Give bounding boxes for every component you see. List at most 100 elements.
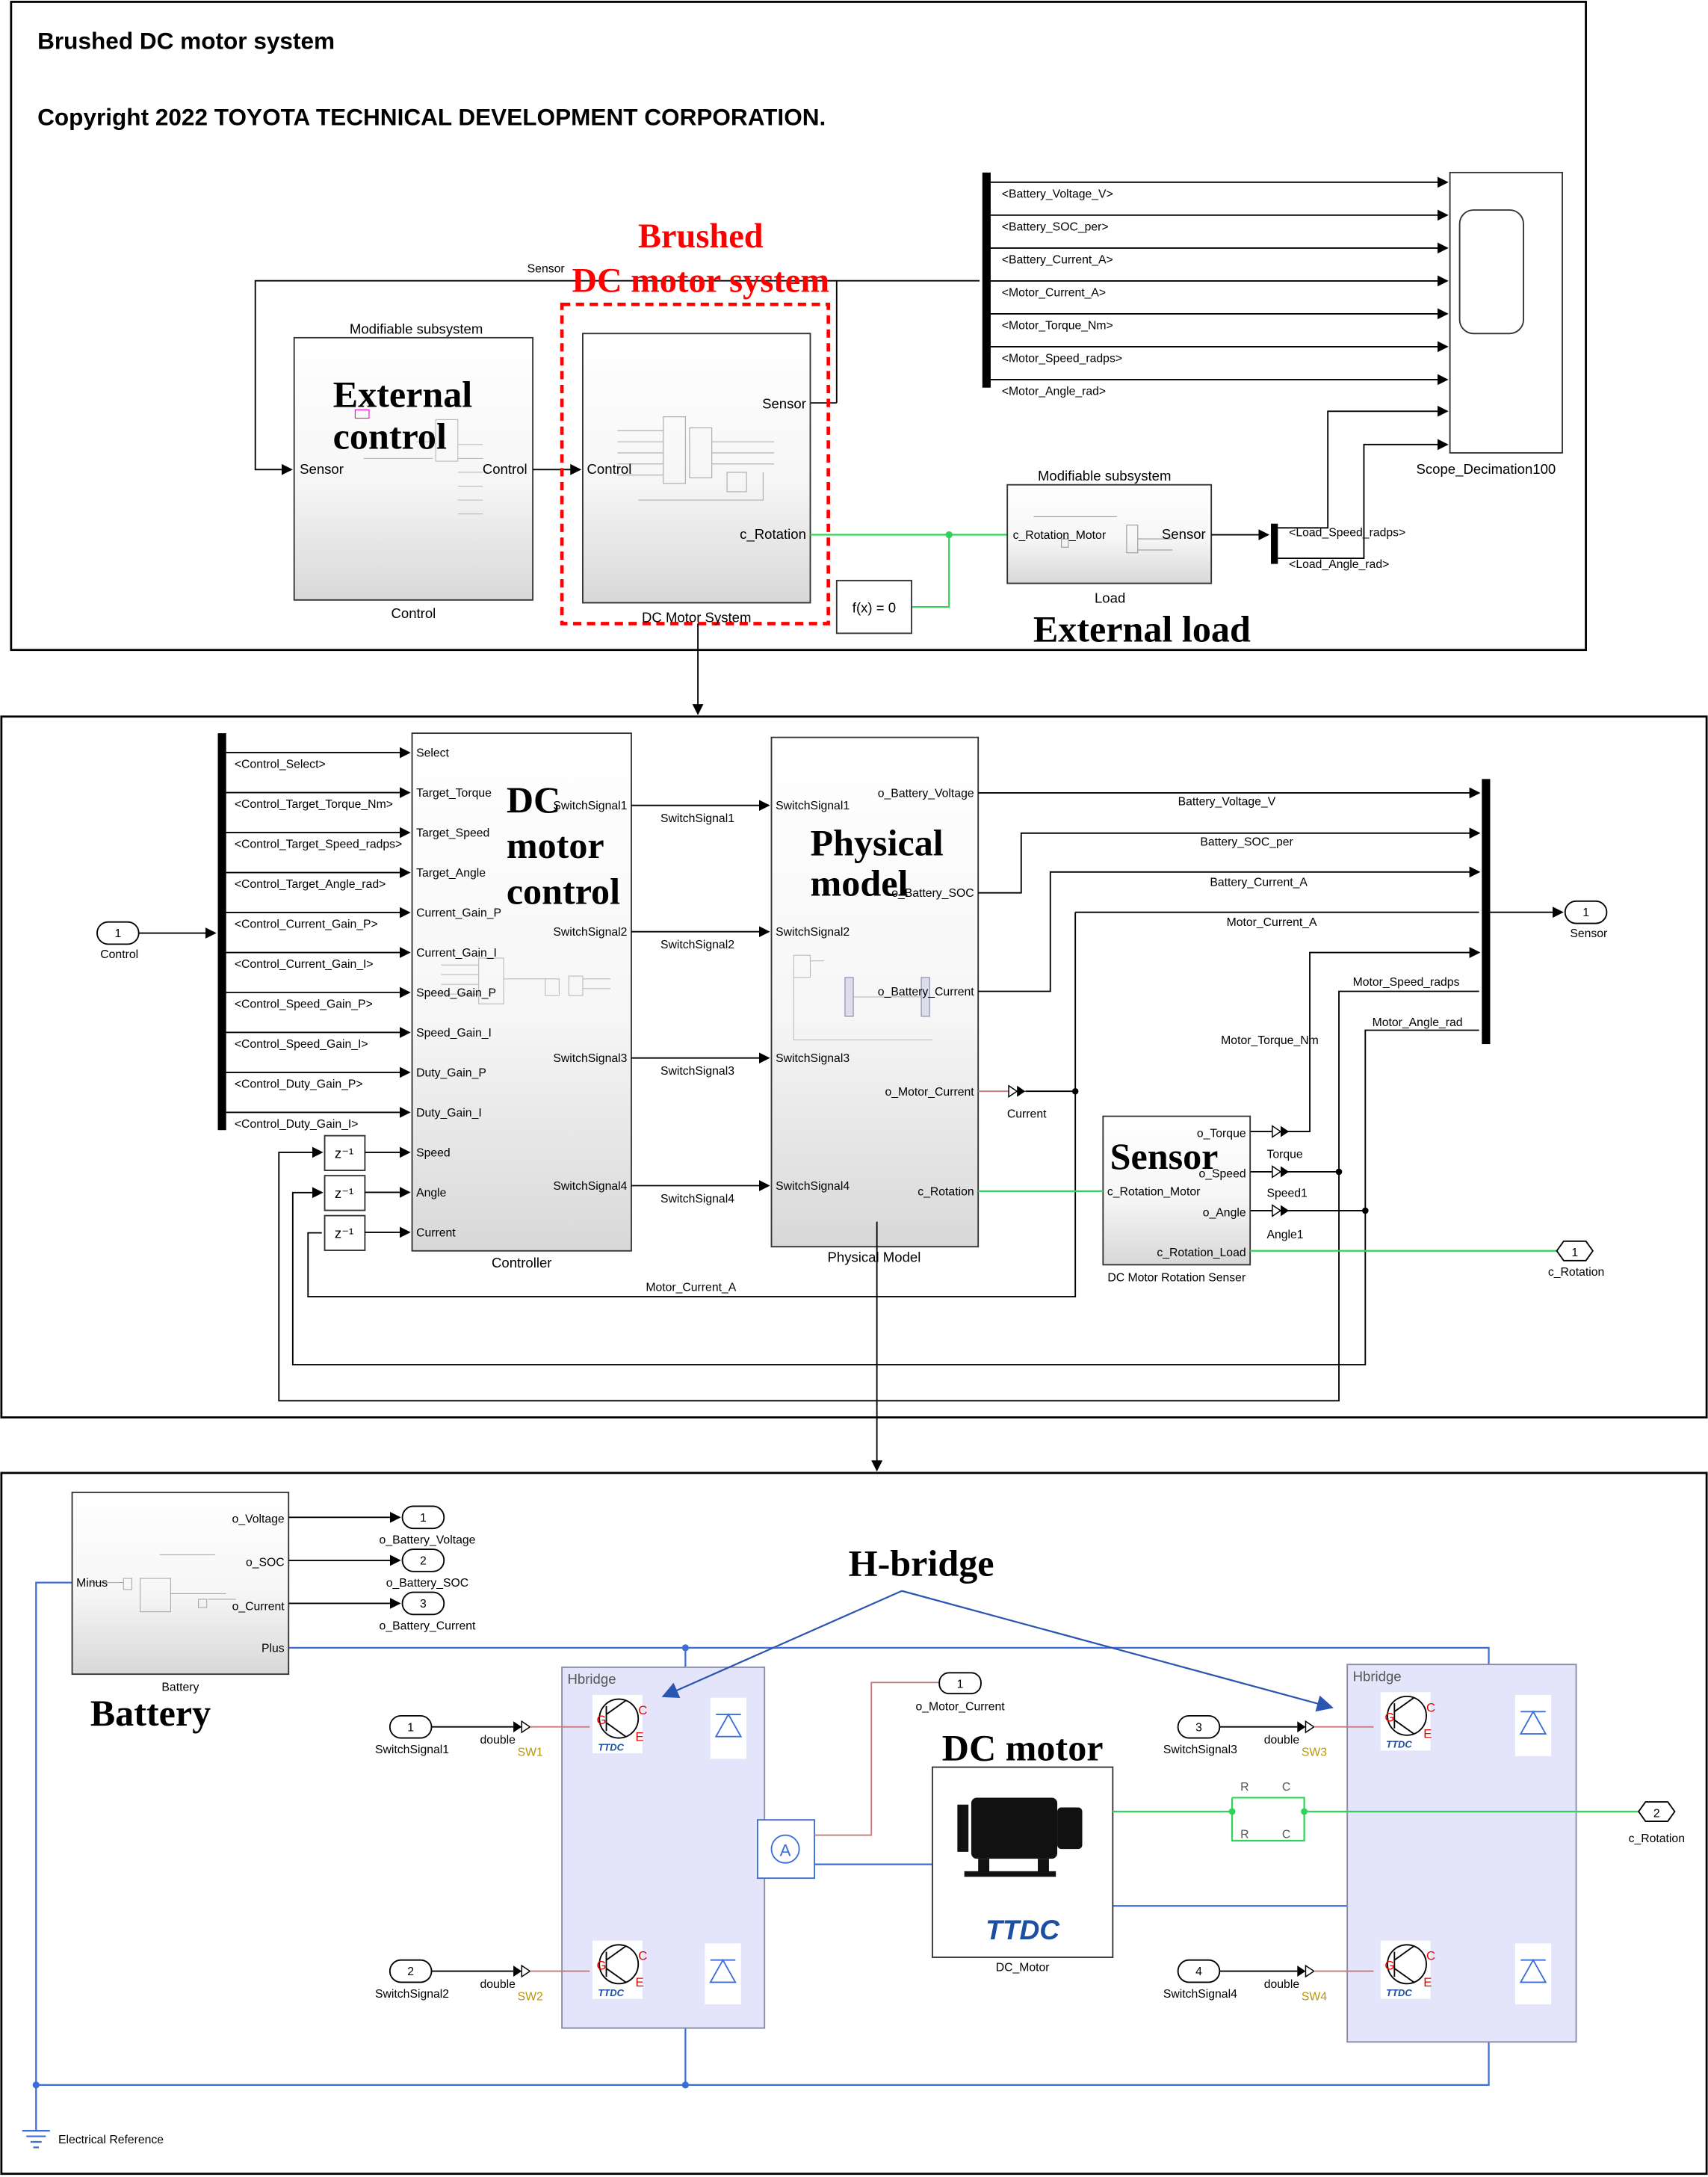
motor-angle-line[interactable]	[291, 1029, 1479, 1365]
damper-r-label: R	[1240, 1781, 1248, 1794]
scope-signal-label: <Battery_Current_A>	[1002, 253, 1113, 266]
annotation-sensor: Sensor	[1110, 1135, 1219, 1177]
connection-port-rotation[interactable]	[1556, 1240, 1594, 1262]
scope-name: Scope_Decimation100	[1416, 461, 1556, 478]
junction-dot	[1335, 1168, 1343, 1176]
current-converter-label: Current	[1007, 1108, 1047, 1120]
copyright: Copyright 2022 TOYOTA TECHNICAL DEVELOPM…	[37, 104, 826, 131]
connection-port-rotation[interactable]	[1638, 1801, 1676, 1822]
model-title: Brushed DC motor system	[37, 28, 335, 55]
battery-outport[interactable]	[401, 1505, 445, 1530]
feedback-line-label: Motor_Current_A	[646, 1282, 736, 1294]
control-bus-selector[interactable]	[217, 733, 226, 1131]
physical-output-port: c_Rotation	[918, 1185, 974, 1198]
sensor-port-speed: o_Speed	[1198, 1167, 1246, 1180]
rotation-connection[interactable]	[810, 534, 1008, 608]
annotation-dc: DC	[507, 779, 560, 821]
bus-signal-label: <Control_Speed_Gain_I>	[235, 1038, 368, 1051]
control-block-thumbnail	[354, 409, 483, 515]
bus-signal-label: <Control_Current_Gain_P>	[235, 918, 378, 930]
bus-signal-label: <Control_Speed_Gain_P>	[235, 998, 373, 1010]
unit-delay-label: z⁻¹	[335, 1185, 353, 1201]
outport-number: 1	[1582, 907, 1589, 919]
dc-motor-system-panel: 1 Control Controller Select<Control_Sele…	[0, 715, 1708, 1419]
battery-outport[interactable]	[401, 1591, 445, 1616]
annotation-control: control	[333, 415, 447, 457]
solver-config-block[interactable]	[835, 579, 912, 634]
control-block[interactable]	[293, 336, 534, 601]
physical-input-port: SwitchSignal2	[776, 926, 850, 939]
physical-output-port: o_Battery_SOC	[891, 887, 974, 900]
unit-delay-label: z⁻¹	[335, 1225, 353, 1241]
load-bus-selector[interactable]	[1271, 523, 1278, 564]
motor-current-signal[interactable]	[814, 1682, 940, 1836]
battery-block[interactable]	[71, 1491, 290, 1676]
dc-motor-system-block[interactable]	[582, 333, 811, 604]
bus-signal-label: <Control_Target_Speed_radps>	[235, 838, 402, 850]
scope-signal-lines: <Battery_Voltage_V><Battery_SOC_per><Bat…	[990, 176, 1449, 398]
igbt-pin-e: E	[1423, 1727, 1432, 1741]
battery-soc-line[interactable]	[978, 827, 1481, 894]
outport-motor-current[interactable]	[938, 1672, 982, 1695]
battery-outports: 1o_Battery_Voltage2o_Battery_SOC3o_Batte…	[288, 1505, 476, 1633]
unit-delay-block[interactable]	[324, 1214, 366, 1251]
igbt-pin-c: C	[638, 1703, 647, 1717]
ttdc-logo: TTDC	[985, 1914, 1060, 1945]
outport-sensor[interactable]	[1564, 900, 1608, 924]
physical-model-name: Physical Model	[828, 1250, 921, 1265]
sensor-feedback-line[interactable]	[254, 280, 837, 475]
torque-converter-label: Torque	[1266, 1148, 1302, 1161]
control-in-port: Sensor	[300, 461, 344, 477]
ps-converter-arrow	[1297, 1721, 1306, 1733]
rotation-sensor-block[interactable]	[1102, 1115, 1251, 1266]
mechanical-rc-network[interactable]	[1113, 1797, 1639, 1842]
motor-current-line[interactable]	[307, 911, 1479, 1297]
output-signal-label: Motor_Speed_radps	[1353, 976, 1460, 989]
igbt-icon	[1387, 1695, 1427, 1736]
controller-thumbnail	[441, 957, 611, 1004]
physical-thumbnail	[793, 954, 932, 1041]
junction-dot	[1228, 1808, 1236, 1815]
hbridge-pointer-right	[901, 1590, 1334, 1712]
battery-current-line[interactable]	[978, 866, 1481, 992]
igbt-pin-c: C	[1426, 1700, 1435, 1714]
load-in-port: c_Rotation_Motor	[1013, 529, 1106, 542]
rotation-connections[interactable]	[978, 1190, 1557, 1252]
igbt-icon	[1387, 1944, 1427, 1985]
igbt-symbol	[1393, 1945, 1414, 1983]
scope-signal-label: <Motor_Torque_Nm>	[1002, 319, 1113, 332]
load-block[interactable]	[1006, 484, 1213, 584]
sensor-bus-selector[interactable]	[982, 172, 991, 388]
diode-icon	[714, 1713, 743, 1738]
battery-outport[interactable]	[401, 1548, 445, 1572]
controller-block[interactable]	[411, 732, 632, 1252]
switch-inports: 1SwitchSignal1doubleSW12SwitchSignal2dou…	[375, 1714, 1374, 2004]
outport-label: o_Battery_SOC	[386, 1577, 468, 1590]
annotation-control: control	[507, 871, 620, 913]
igbt-pin-g: G	[597, 1959, 607, 1973]
sensor-port-rotation-load: c_Rotation_Load	[1157, 1247, 1246, 1259]
bus-signal-label: <Control_Target_Torque_Nm>	[235, 798, 393, 811]
bus-signal-label: <Control_Select>	[235, 759, 326, 771]
annotation-hbridge: H-bridge	[849, 1542, 994, 1584]
controller-name: Controller	[492, 1255, 551, 1270]
load-speed-line[interactable]	[1278, 405, 1449, 529]
physical-model-block[interactable]	[770, 736, 980, 1248]
annotation-battery: Battery	[90, 1692, 211, 1734]
load-angle-line[interactable]	[1278, 439, 1449, 560]
ps-converter-icon	[1008, 1084, 1018, 1099]
igbt-pin-g: G	[597, 1713, 607, 1727]
ttdc-logo: TTDC	[598, 1987, 624, 1998]
switch-name-label: SW4	[1302, 1991, 1327, 2004]
sensor-bus-creator[interactable]	[1482, 779, 1491, 1045]
annotation-motor: motor	[507, 824, 604, 866]
hbridge-left-label: Hbridge	[568, 1671, 616, 1687]
load-block-header: Modifiable subsystem	[1038, 468, 1171, 484]
switch-signal-label: SwitchSignal2	[660, 939, 734, 951]
controller-output-port: SwitchSignal1	[553, 800, 627, 812]
motor-speed-line[interactable]	[278, 990, 1479, 1402]
controller-output-port: SwitchSignal4	[553, 1180, 627, 1193]
physical-output-port: o_Battery_Current	[878, 986, 974, 998]
battery-port-soc: o_SOC	[246, 1556, 285, 1569]
controller-input-port: Speed	[416, 1146, 451, 1159]
